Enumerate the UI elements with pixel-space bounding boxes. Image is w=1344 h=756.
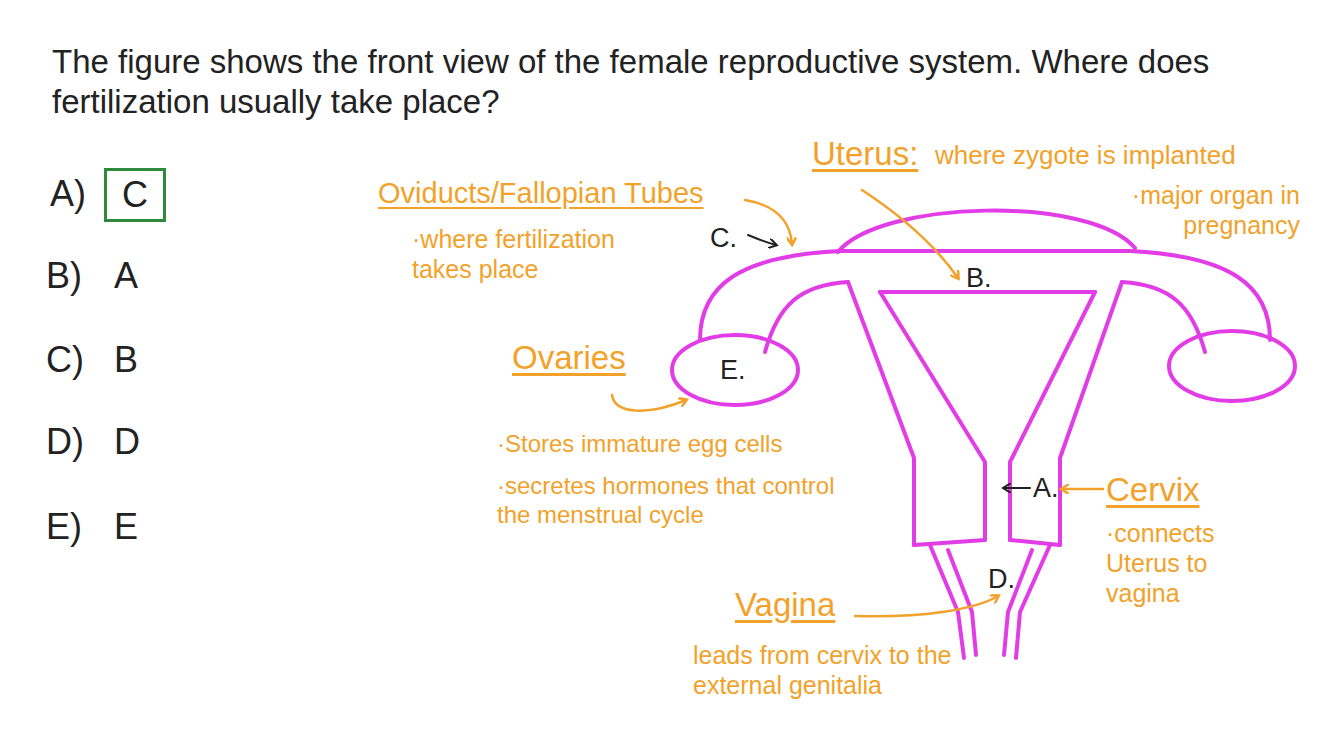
part-note: where zygote is implanted <box>935 140 1236 171</box>
part-name: Uterus: <box>812 134 918 174</box>
part-note: ·connects Uterus to vagina <box>1106 518 1246 608</box>
part-note: ·Stores immature egg cells <box>497 430 782 459</box>
part-letter: E. <box>720 354 746 386</box>
part-letter: A. <box>1033 472 1059 504</box>
option-letter: A) <box>50 172 86 215</box>
part-note: ·secretes hormones that control the mens… <box>497 472 867 530</box>
part-letter: C. <box>710 222 737 254</box>
option-answer: B <box>114 338 138 381</box>
option-answer: E <box>114 505 138 548</box>
part-name: Oviducts/Fallopian Tubes <box>378 176 704 211</box>
part-name: Cervix <box>1106 470 1200 510</box>
option-letter: D) <box>46 420 84 463</box>
answer-box: C <box>104 168 166 222</box>
option-letter: C) <box>46 338 84 381</box>
part-name: Vagina <box>735 585 835 625</box>
part-name: Ovaries <box>512 338 626 378</box>
part-letter: B. <box>966 262 992 294</box>
option-answer: D <box>114 420 140 463</box>
part-letter: D. <box>988 563 1015 595</box>
option-letter: E) <box>46 505 82 548</box>
answer-letter: C <box>122 174 148 216</box>
option-letter: B) <box>46 254 82 297</box>
question-title: The figure shows the front view of the f… <box>52 42 1282 121</box>
option-answer: A <box>114 254 138 297</box>
part-note: leads from cervix to the external genita… <box>693 640 1013 700</box>
part-note: ·major organ in pregnancy <box>1030 180 1300 240</box>
part-note: ·where fertilization takes place <box>412 224 672 284</box>
